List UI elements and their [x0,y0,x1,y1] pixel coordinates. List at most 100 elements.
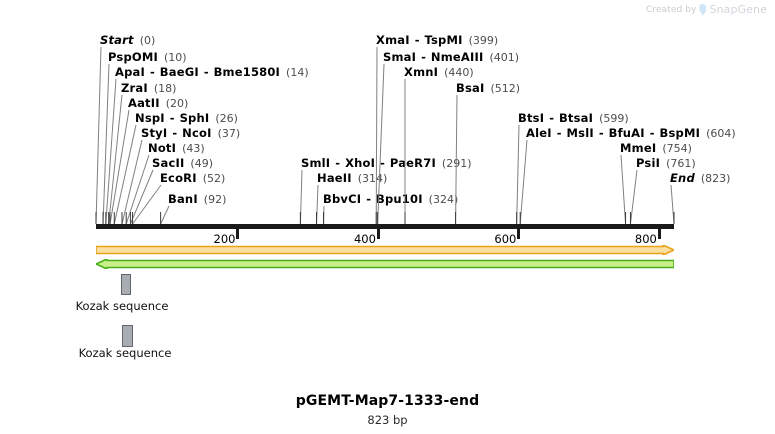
enzyme-name: AleI [526,126,552,140]
enzyme-name: AatII [128,96,160,110]
enzyme-name: HaeII [317,171,352,185]
enzyme-position: (761) [666,157,696,170]
axis-tick-label: 600 [494,232,517,246]
axis-tick-label: 200 [213,232,236,246]
enzyme-name: MslI [566,126,594,140]
enzyme-name: Bme1580I [213,65,281,79]
enzyme-label[interactable]: SacII(49) [152,157,213,170]
enzyme-label[interactable]: NotI (43) [148,142,205,155]
enzyme-separator: - [199,65,213,79]
watermark-brand: SnapGene [709,3,767,16]
axis-tick-mark [236,229,240,239]
enzyme-name: BtsI [518,111,545,125]
enzyme-name: Bpu10I [376,192,423,206]
enzyme-name: PaeR7I [389,156,436,170]
enzyme-label[interactable]: ZraI (18) [121,82,176,95]
enzyme-name: SphI [179,111,210,125]
enzyme-label[interactable]: EcoRI (52) [160,172,225,185]
enzyme-label[interactable]: SmlI - XhoI - PaeR7I(291) [301,157,472,170]
enzyme-name: XmaI [376,33,410,47]
enzyme-separator: - [165,111,179,125]
enzyme-name: NcoI [182,126,212,140]
enzyme-separator: - [362,192,375,206]
enzyme-name: BbvCI [323,192,362,206]
enzyme-separator: - [168,126,182,140]
enzyme-label[interactable]: ApaI - BaeGI - Bme1580I(14) [115,66,309,79]
kozak-feature-label-2: Kozak sequence [78,346,172,360]
map-title-block: pGEMT-Map7-1333-end 823 bp [0,393,775,427]
kozak-feature-label-1: Kozak sequence [75,299,169,313]
kozak-feature-box-1[interactable] [121,274,131,295]
enzyme-name: EcoRI [160,171,197,185]
enzyme-position: (823) [700,172,731,185]
enzyme-name: NotI [148,141,177,155]
enzyme-label[interactable]: BtsI - BtsaI(599) [518,112,629,125]
enzyme-name: PsiI [636,156,661,170]
enzyme-position: (92) [203,193,227,206]
enzyme-separator: - [417,50,430,64]
enzyme-position: (10) [164,51,187,64]
enzyme-position: (754) [662,142,692,155]
enzyme-position: (49) [190,157,214,170]
enzyme-position: (399) [468,34,499,47]
enzyme-name: Start [100,33,134,47]
enzyme-label[interactable]: XmnI (440) [404,66,474,79]
enzyme-label[interactable]: PspOMI(10) [108,51,187,64]
enzyme-name: XmnI [404,65,439,79]
enzyme-position: (0) [139,34,156,47]
enzyme-name: StyI [141,126,168,140]
enzyme-label[interactable]: Start (0) [100,34,155,47]
axis-tick-mark [376,229,380,239]
enzyme-label[interactable]: XmaI - TspMI(399) [376,34,498,47]
enzyme-label[interactable]: AleI - MslI - BfuAI - BspMI(604) [526,127,736,140]
enzyme-label[interactable]: AatII (20) [128,97,188,110]
enzyme-label-group: Start(0)PspOMI(10)ApaI - BaeGI - Bme1580… [0,0,775,215]
enzyme-name: MmeI [620,141,657,155]
enzyme-position: (37) [217,127,241,140]
enzyme-name: ApaI [115,65,145,79]
axis-tick-label: 800 [634,232,657,246]
sequence-backbone [96,224,674,229]
enzyme-position: (599) [599,112,629,125]
enzyme-position: (52) [202,172,226,185]
enzyme-position: (512) [490,82,521,95]
enzyme-name: BfuAI [608,126,645,140]
enzyme-position: (604) [706,127,736,140]
enzyme-position: (440) [444,66,474,79]
enzyme-label[interactable]: StyI - NcoI (37) [141,127,240,140]
enzyme-label[interactable]: MmeI (754) [620,142,692,155]
enzyme-name: BtsaI [558,111,594,125]
enzyme-name: BaeGI [159,65,199,79]
enzyme-name: NspI [135,111,165,125]
enzyme-label[interactable]: BanI (92) [168,193,226,206]
enzyme-position: (43) [182,142,205,155]
enzyme-position: (18) [153,82,177,95]
enzyme-position: (291) [441,157,472,170]
snapgene-watermark: Created by SnapGene [646,3,767,16]
enzyme-label[interactable]: NspI - SphI (26) [135,112,238,125]
enzyme-position: (26) [215,112,238,125]
enzyme-label[interactable]: BsaI(512) [456,82,520,95]
enzyme-label[interactable]: SmaI - NmeAIII(401) [383,51,519,64]
enzyme-label[interactable]: PsiI (761) [636,157,696,170]
enzyme-label[interactable]: HaeII(314) [317,172,387,185]
enzyme-label[interactable]: BbvCI - Bpu10I (324) [323,193,458,206]
kozak-feature-box-2[interactable] [122,325,133,347]
enzyme-name: BspMI [659,126,701,140]
enzyme-name: NmeAIII [430,50,484,64]
enzyme-name: XhoI [345,156,376,170]
enzyme-position: (401) [489,51,520,64]
enzyme-label[interactable]: End(823) [670,172,730,185]
enzyme-position: (20) [165,97,189,110]
green-feature-arrow[interactable] [96,259,674,269]
enzyme-separator: - [376,156,389,170]
orange-feature-arrow[interactable] [96,245,674,255]
enzyme-position: (324) [428,193,459,206]
axis-tick-mark [657,229,661,239]
enzyme-name: SmlI [301,156,331,170]
enzyme-name: ZraI [121,81,148,95]
map-title: pGEMT-Map7-1333-end [295,393,480,409]
enzyme-name: BanI [168,192,198,206]
